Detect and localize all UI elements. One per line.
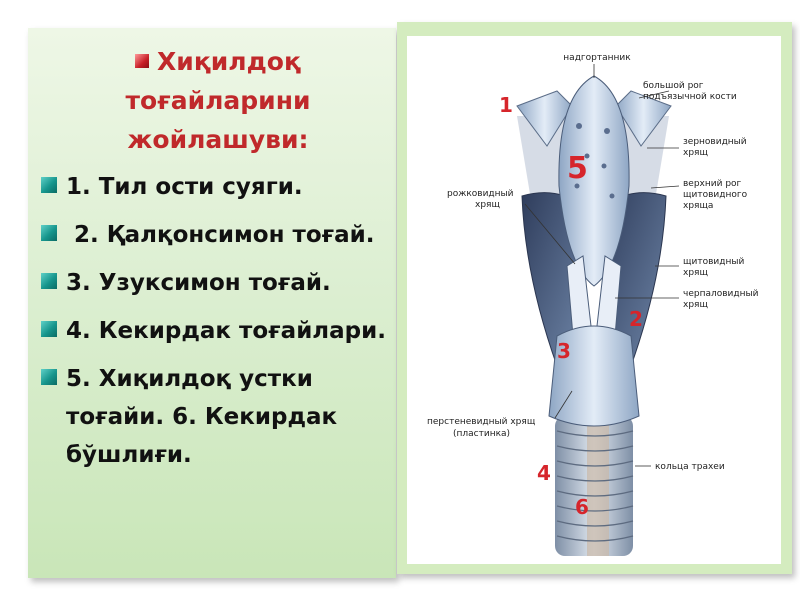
label-superior-horn-line: хряща [683, 201, 713, 211]
label-corniculate-line: рожковидный [447, 189, 514, 199]
list-item: 1. Тил ости суяги. [28, 168, 396, 206]
figure-number-6: 6 [575, 495, 589, 519]
label-arytenoid-line: черпаловидный [683, 289, 759, 299]
list-item: 5. Хиқилдоқ устки тоғайи. 6. Кекирдак бў… [28, 360, 396, 474]
square-bullet-icon [41, 369, 57, 385]
figure-number-1: 1 [499, 93, 513, 117]
square-bullet-icon [41, 225, 57, 241]
label-thyroid-line: хрящ [683, 268, 708, 278]
label-corniculate-line: хрящ [475, 200, 500, 210]
figure-number-3: 3 [557, 339, 571, 363]
label-triticeous: зерновидный хрящ [683, 137, 750, 158]
cricoid-shape [548, 325, 640, 427]
label-hyoid-horn: большой рог подъязычной кости [643, 81, 737, 102]
label-trachea: кольца трахеи [655, 462, 725, 472]
square-bullet-icon [41, 177, 57, 193]
title-bullet-icon [135, 54, 150, 68]
larynx-illustration: надгортанник большой рог подъязычной кос… [407, 36, 781, 564]
trachea-shape [555, 414, 634, 556]
label-hyoid-horn-line: большой рог [643, 81, 704, 91]
label-cricoid-line: перстеневидный хрящ [427, 417, 536, 427]
label-arytenoid: черпаловидный хрящ [683, 289, 761, 310]
label-cricoid: перстеневидный хрящ (пластинка) [427, 417, 538, 439]
list-item-text: 4. Кекирдак тоғайлари. [66, 318, 386, 344]
label-arytenoid-line: хрящ [683, 300, 708, 310]
list-item-text: 5. Хиқилдоқ устки тоғайи. 6. Кекирдак бў… [66, 366, 338, 468]
label-triticeous-line: зерновидный [683, 137, 747, 147]
label-epiglottis: надгортанник [563, 53, 631, 63]
slide-title: Хиқилдоқ тоғайларини жойлашуви: [58, 42, 378, 159]
label-superior-horn-line: верхний рог [683, 179, 742, 189]
label-thyroid: щитовидный хрящ [683, 257, 747, 278]
list-item: 4. Кекирдак тоғайлари. [28, 312, 396, 350]
square-bullet-icon [41, 273, 57, 289]
square-bullet-icon [41, 321, 57, 337]
label-superior-horn: верхний рог щитовидного хряща [683, 179, 750, 211]
text-panel: Хиқилдоқ тоғайларини жойлашуви: 1. Тил о… [28, 28, 396, 578]
list-item: 3. Узуксимон тоғай. [28, 264, 396, 302]
list-item-text: 1. Тил ости суяги. [66, 174, 303, 200]
figure-number-5: 5 [567, 151, 588, 186]
larynx-drawing: надгортанник большой рог подъязычной кос… [427, 53, 761, 556]
label-hyoid-horn-line: подъязычной кости [643, 92, 737, 102]
slide-title-text: Хиқилдоқ тоғайларини жойлашуви: [125, 47, 311, 154]
list-item-text: 2. Қалқонсимон тоғай. [66, 222, 375, 248]
list-item: 2. Қалқонсимон тоғай. [28, 216, 396, 254]
label-cricoid-line: (пластинка) [453, 429, 510, 439]
list-item-text: 3. Узуксимон тоғай. [66, 270, 331, 296]
label-thyroid-line: щитовидный [683, 257, 744, 267]
label-triticeous-line: хрящ [683, 148, 708, 158]
figure-number-4: 4 [537, 461, 551, 485]
figure-panel: надгортанник большой рог подъязычной кос… [397, 22, 792, 574]
label-superior-horn-line: щитовидного [683, 190, 748, 200]
epiglottis-shape [558, 75, 630, 287]
item-list: 1. Тил ости суяги. 2. Қалқонсимон тоғай.… [28, 168, 396, 484]
label-corniculate: рожковидный хрящ [447, 189, 516, 210]
figure-number-2: 2 [629, 307, 643, 331]
